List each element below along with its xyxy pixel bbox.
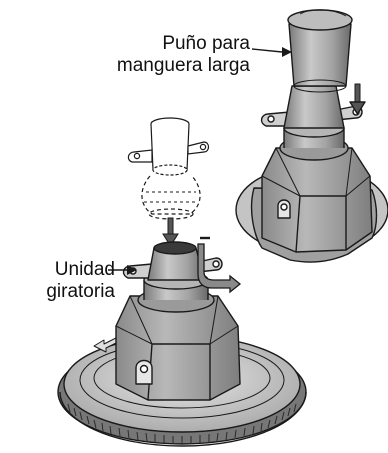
swivel-unit-label: Unidad giratoria: [3, 259, 115, 303]
down-arrow-icon: [349, 83, 366, 115]
hose-cuff-label: Puño para manguera larga: [100, 33, 250, 77]
pointer-arrow-icon: [251, 47, 292, 57]
hose-cuff-label-line2: manguera larga: [116, 55, 250, 76]
adapter-ear-left: [127, 149, 153, 163]
right-body: [261, 147, 373, 253]
swivel-unit-label-line1: Unidad: [54, 259, 115, 280]
hose-cuff-top: [287, 9, 353, 31]
left-neck-top: [153, 241, 197, 255]
hose-cuff-label-line1: Puño para: [162, 33, 250, 54]
floating-adapter: [127, 117, 210, 220]
down-arrow-icon: [162, 217, 179, 247]
right-assembly: [235, 9, 388, 263]
swivel-unit-label-line2: giratoria: [46, 281, 115, 302]
pointer-arrow-icon: [108, 265, 137, 275]
bent-arrow-icon: [197, 236, 242, 294]
hose-cuff: [288, 23, 352, 87]
left-assembly: [57, 241, 307, 447]
